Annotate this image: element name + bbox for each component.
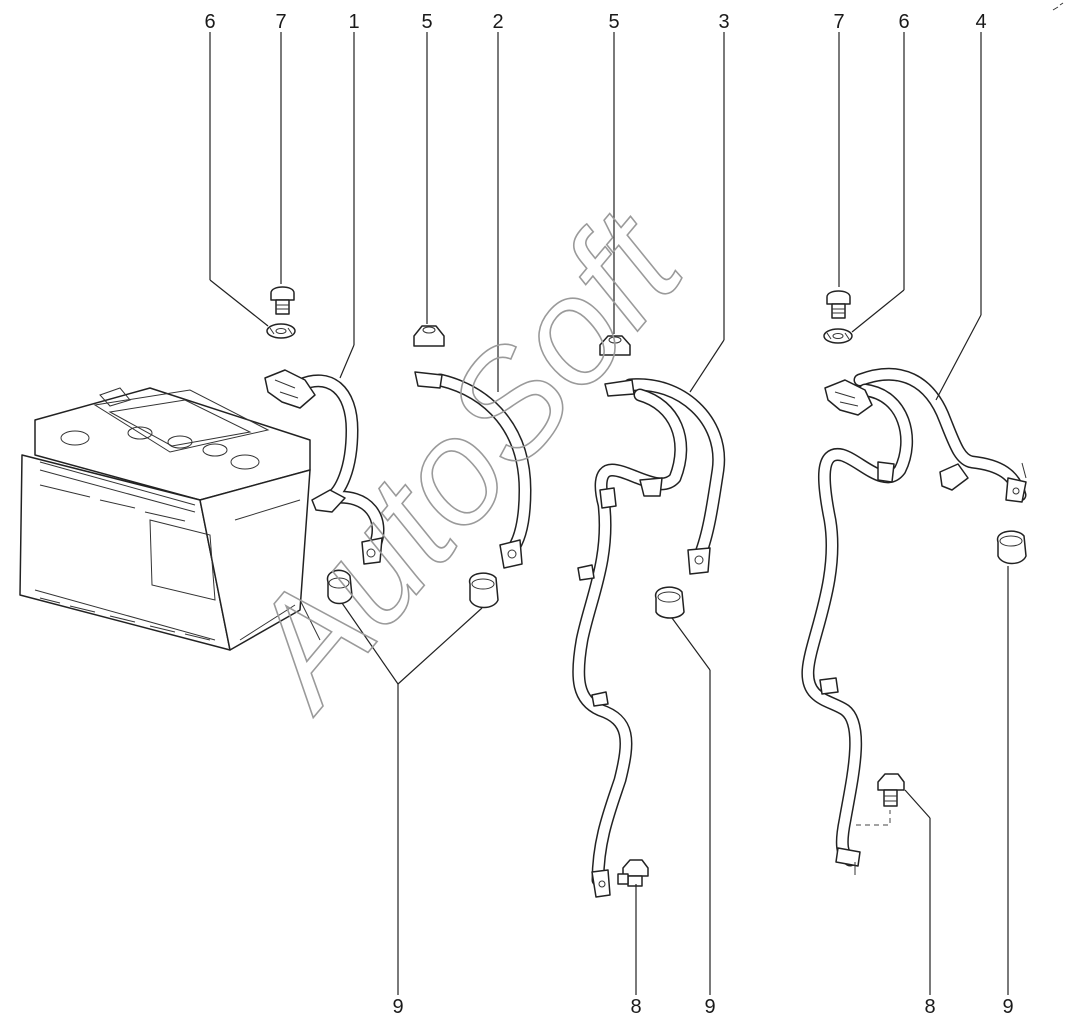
callout-1: 1 bbox=[348, 11, 359, 33]
callout-6-right: 6 bbox=[898, 11, 909, 33]
cap-9-d bbox=[996, 530, 1027, 565]
callout-9-left: 9 bbox=[392, 996, 403, 1018]
cap-9-a bbox=[326, 569, 353, 605]
bolt-8-right bbox=[877, 773, 905, 807]
cable-4 bbox=[801, 367, 1027, 867]
callout-6-left: 6 bbox=[204, 11, 215, 33]
callout-5-left: 5 bbox=[421, 11, 432, 33]
bolt-8-mid bbox=[617, 859, 649, 887]
battery bbox=[19, 387, 321, 651]
corner-mark bbox=[1052, 2, 1064, 11]
cable-1 bbox=[264, 369, 385, 565]
bolt-7-left bbox=[270, 286, 295, 315]
bolt-7-right bbox=[826, 290, 851, 319]
callout-4: 4 bbox=[975, 11, 986, 33]
washer-6-left bbox=[266, 323, 296, 339]
callout-7-left: 7 bbox=[275, 11, 286, 33]
cable-2 bbox=[414, 371, 532, 569]
washer-6-right bbox=[823, 328, 853, 344]
callout-7-right: 7 bbox=[833, 11, 844, 33]
cap-9-b bbox=[468, 572, 499, 609]
nut-5-left bbox=[413, 325, 445, 347]
callout-8-right: 8 bbox=[924, 996, 935, 1018]
leader-lines bbox=[209, 32, 1009, 995]
nut-5-mid bbox=[599, 335, 631, 356]
callout-8-mid: 8 bbox=[630, 996, 641, 1018]
callout-2: 2 bbox=[492, 11, 503, 33]
cap-9-c bbox=[654, 586, 685, 619]
cable-3 bbox=[572, 378, 726, 898]
callout-labels: 6 7 1 5 2 5 3 7 6 4 9 8 9 8 9 bbox=[204, 11, 1013, 1018]
callout-9-right: 9 bbox=[1002, 996, 1013, 1018]
callout-9-mid: 9 bbox=[704, 996, 715, 1018]
callout-3: 3 bbox=[718, 11, 729, 33]
callout-5-mid: 5 bbox=[608, 11, 619, 33]
